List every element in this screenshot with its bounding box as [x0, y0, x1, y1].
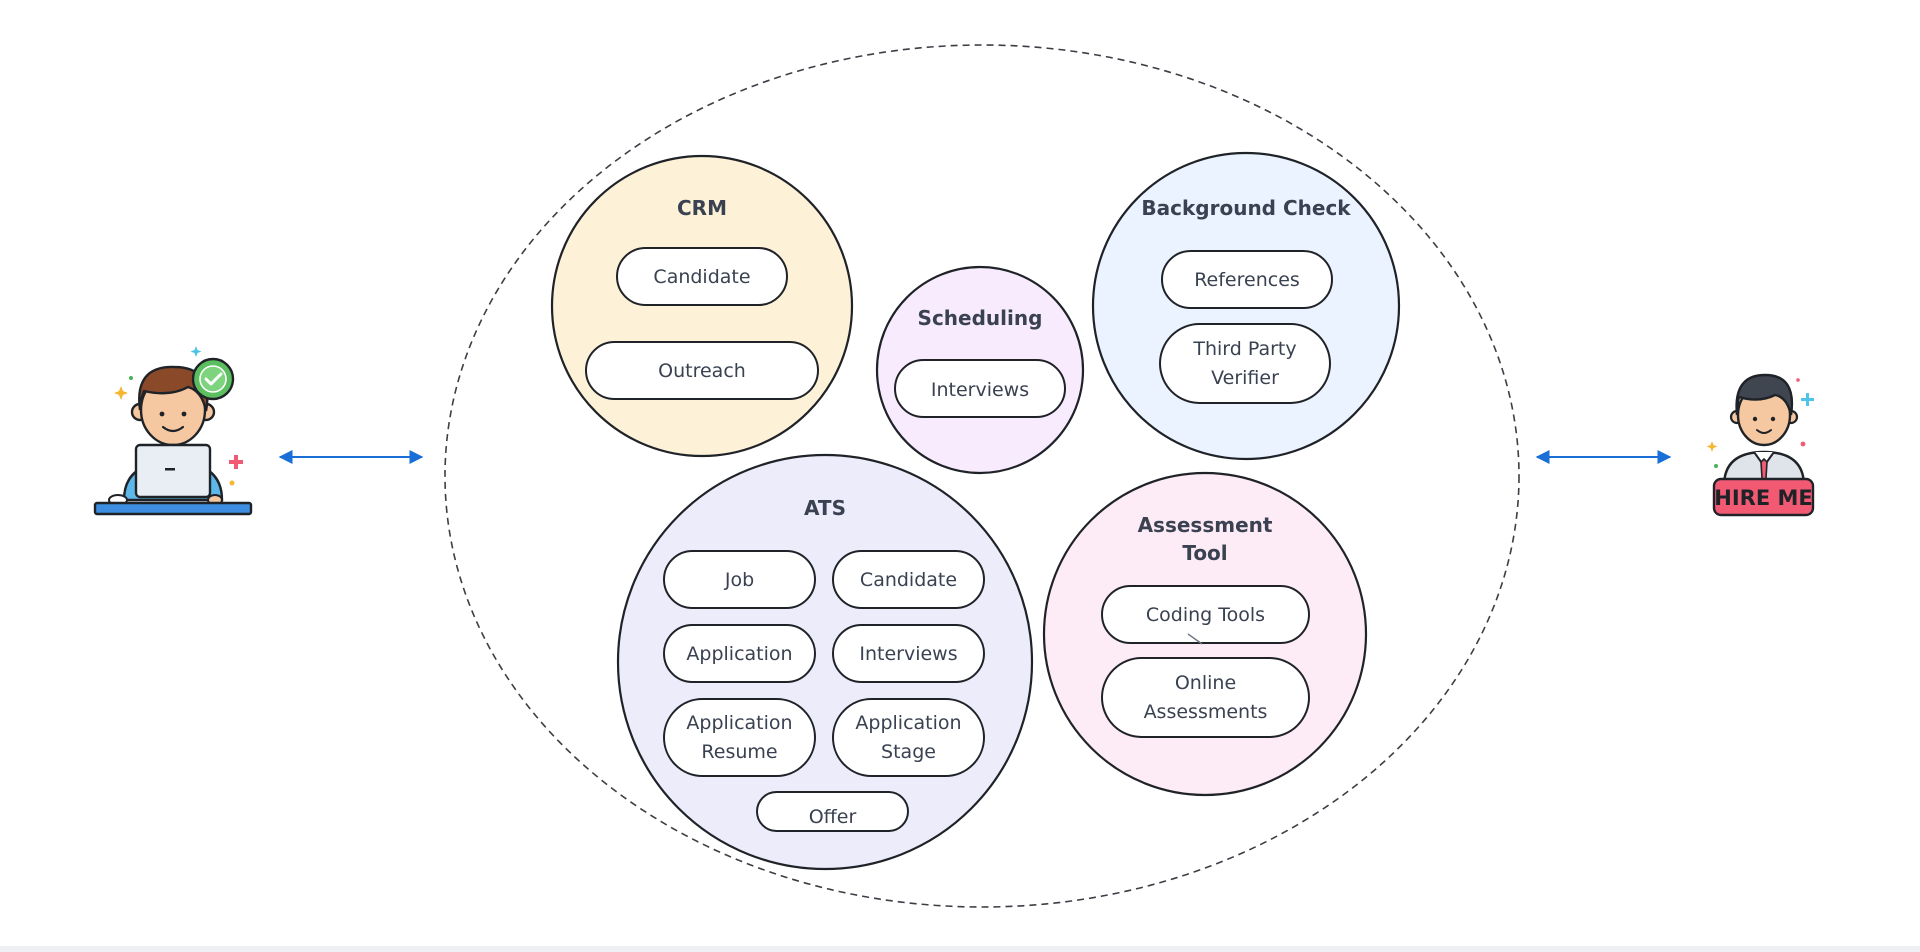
check-badge-icon	[191, 357, 235, 401]
sparkle-icon	[114, 386, 128, 400]
sparkle-dot-icon	[129, 376, 133, 380]
ats-item-interviews: Interviews	[832, 624, 985, 683]
scheduling-item-interviews: Interviews	[894, 359, 1066, 418]
background-check-item-third-party-verifier: Third Party Verifier	[1159, 323, 1331, 404]
assessment-tool-title: Assessment Tool	[1137, 513, 1273, 565]
ats-item-application-stage: Application Stage	[832, 698, 985, 777]
bottom-strip	[0, 946, 1920, 952]
hire-me-label: HIRE ME	[1714, 486, 1812, 510]
crm-item-candidate: Candidate	[616, 247, 788, 306]
ats-group: ATS Job Candidate Application Interviews…	[616, 453, 1034, 871]
scheduling-group: Scheduling Interviews	[875, 265, 1085, 475]
sparkle-dot-icon	[1714, 464, 1718, 468]
crm-title: CRM	[677, 196, 727, 220]
sparkle-icon	[1801, 393, 1814, 406]
assessment-tool-item-coding-tools: Coding Tools	[1101, 585, 1310, 644]
hire-me-person-icon: HIRE ME	[1706, 373, 1815, 517]
scheduling-title: Scheduling	[918, 306, 1043, 330]
sparkle-dot-icon	[1800, 441, 1806, 447]
cursor-mark	[1187, 633, 1203, 645]
ats-item-application: Application	[663, 624, 816, 683]
ats-item-job-label: Job	[724, 569, 754, 591]
ats-item-job: Job	[663, 550, 816, 609]
candidate-at-laptop-icon	[93, 346, 253, 516]
ats-item-offer-label: Offer	[809, 806, 857, 828]
background-check-group: Background Check References Third Party …	[1091, 151, 1401, 461]
sparkle-icon	[1706, 441, 1718, 452]
crm-item-outreach: Outreach	[585, 341, 819, 400]
ecosystem-boundary	[444, 44, 1520, 908]
assessment-tool-item-online-assessments: Online Assessments	[1101, 657, 1310, 738]
crm-item-outreach-label: Outreach	[658, 360, 746, 382]
ats-item-offer: Offer	[756, 791, 909, 832]
crm-group: CRM Candidate Outreach	[550, 154, 854, 458]
ats-item-candidate-label: Candidate	[860, 569, 957, 591]
background-check-item-references: References	[1161, 250, 1333, 309]
assessment-tool-item-online-assessments-label: Online Assessments	[1143, 671, 1268, 723]
sparkle-icon	[190, 346, 202, 357]
ats-item-candidate: Candidate	[832, 550, 985, 609]
crm-item-candidate-label: Candidate	[653, 266, 750, 288]
ats-item-application-label: Application	[686, 643, 792, 665]
assessment-tool-group: Assessment Tool Coding Tools Online Asse…	[1042, 471, 1368, 797]
ats-item-application-resume-label: Application Resume	[686, 711, 793, 763]
sparkle-dot-icon	[1796, 378, 1800, 382]
background-check-title: Background Check	[1141, 196, 1351, 220]
scheduling-item-interviews-label: Interviews	[931, 379, 1029, 401]
ats-item-application-stage-label: Application Stage	[855, 711, 962, 763]
background-check-item-references-label: References	[1194, 269, 1300, 291]
ats-item-application-resume: Application Resume	[663, 698, 816, 777]
background-check-item-third-party-verifier-label: Third Party Verifier	[1193, 337, 1297, 389]
sparkle-icon	[229, 455, 243, 469]
assessment-tool-item-coding-tools-label: Coding Tools	[1146, 604, 1265, 626]
ats-item-interviews-label: Interviews	[859, 643, 957, 665]
sparkle-dot-icon	[229, 480, 235, 486]
ats-title: ATS	[804, 496, 846, 520]
